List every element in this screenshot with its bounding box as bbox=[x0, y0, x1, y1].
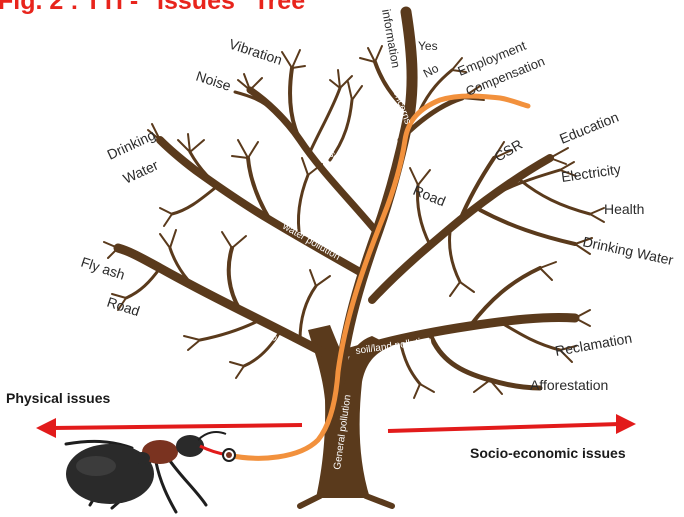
socio-economic-issues-heading: Socio-economic issues bbox=[470, 445, 626, 461]
tree bbox=[103, 6, 605, 509]
label-afforestation: Afforestation bbox=[530, 377, 608, 393]
label-noise: Noise bbox=[194, 68, 233, 94]
label-road-left: Road bbox=[105, 294, 142, 320]
label-water-pollution: water pollution bbox=[280, 221, 342, 263]
label-health: Health bbox=[604, 201, 644, 217]
physical-issues-heading: Physical issues bbox=[6, 390, 111, 406]
label-drinking-water-right: Drinking Water bbox=[581, 233, 675, 268]
label-road-right: Road bbox=[411, 182, 448, 209]
label-drinking-water-left-2: Water bbox=[121, 157, 161, 187]
left-arrow bbox=[36, 418, 303, 438]
label-csr: CSR bbox=[492, 136, 526, 165]
label-reclamation: Reclamation bbox=[554, 330, 633, 359]
label-yes: Yes bbox=[418, 39, 438, 53]
label-education: Education bbox=[557, 109, 621, 147]
ant-icon bbox=[64, 431, 236, 514]
ant-trail-path bbox=[225, 93, 531, 461]
label-vibration: Vibration bbox=[227, 36, 284, 68]
label-noise-pollution: noise pollution bbox=[316, 140, 372, 190]
label-fly-ash: Fly ash bbox=[79, 254, 127, 283]
label-no: No bbox=[421, 61, 441, 81]
figure-title: Fig. 2 : TTI - "Issues" Tree bbox=[0, 0, 305, 15]
right-arrow bbox=[387, 414, 636, 434]
tree-trunk bbox=[308, 325, 392, 498]
label-drinking-water-left-1: Drinking bbox=[105, 127, 158, 163]
